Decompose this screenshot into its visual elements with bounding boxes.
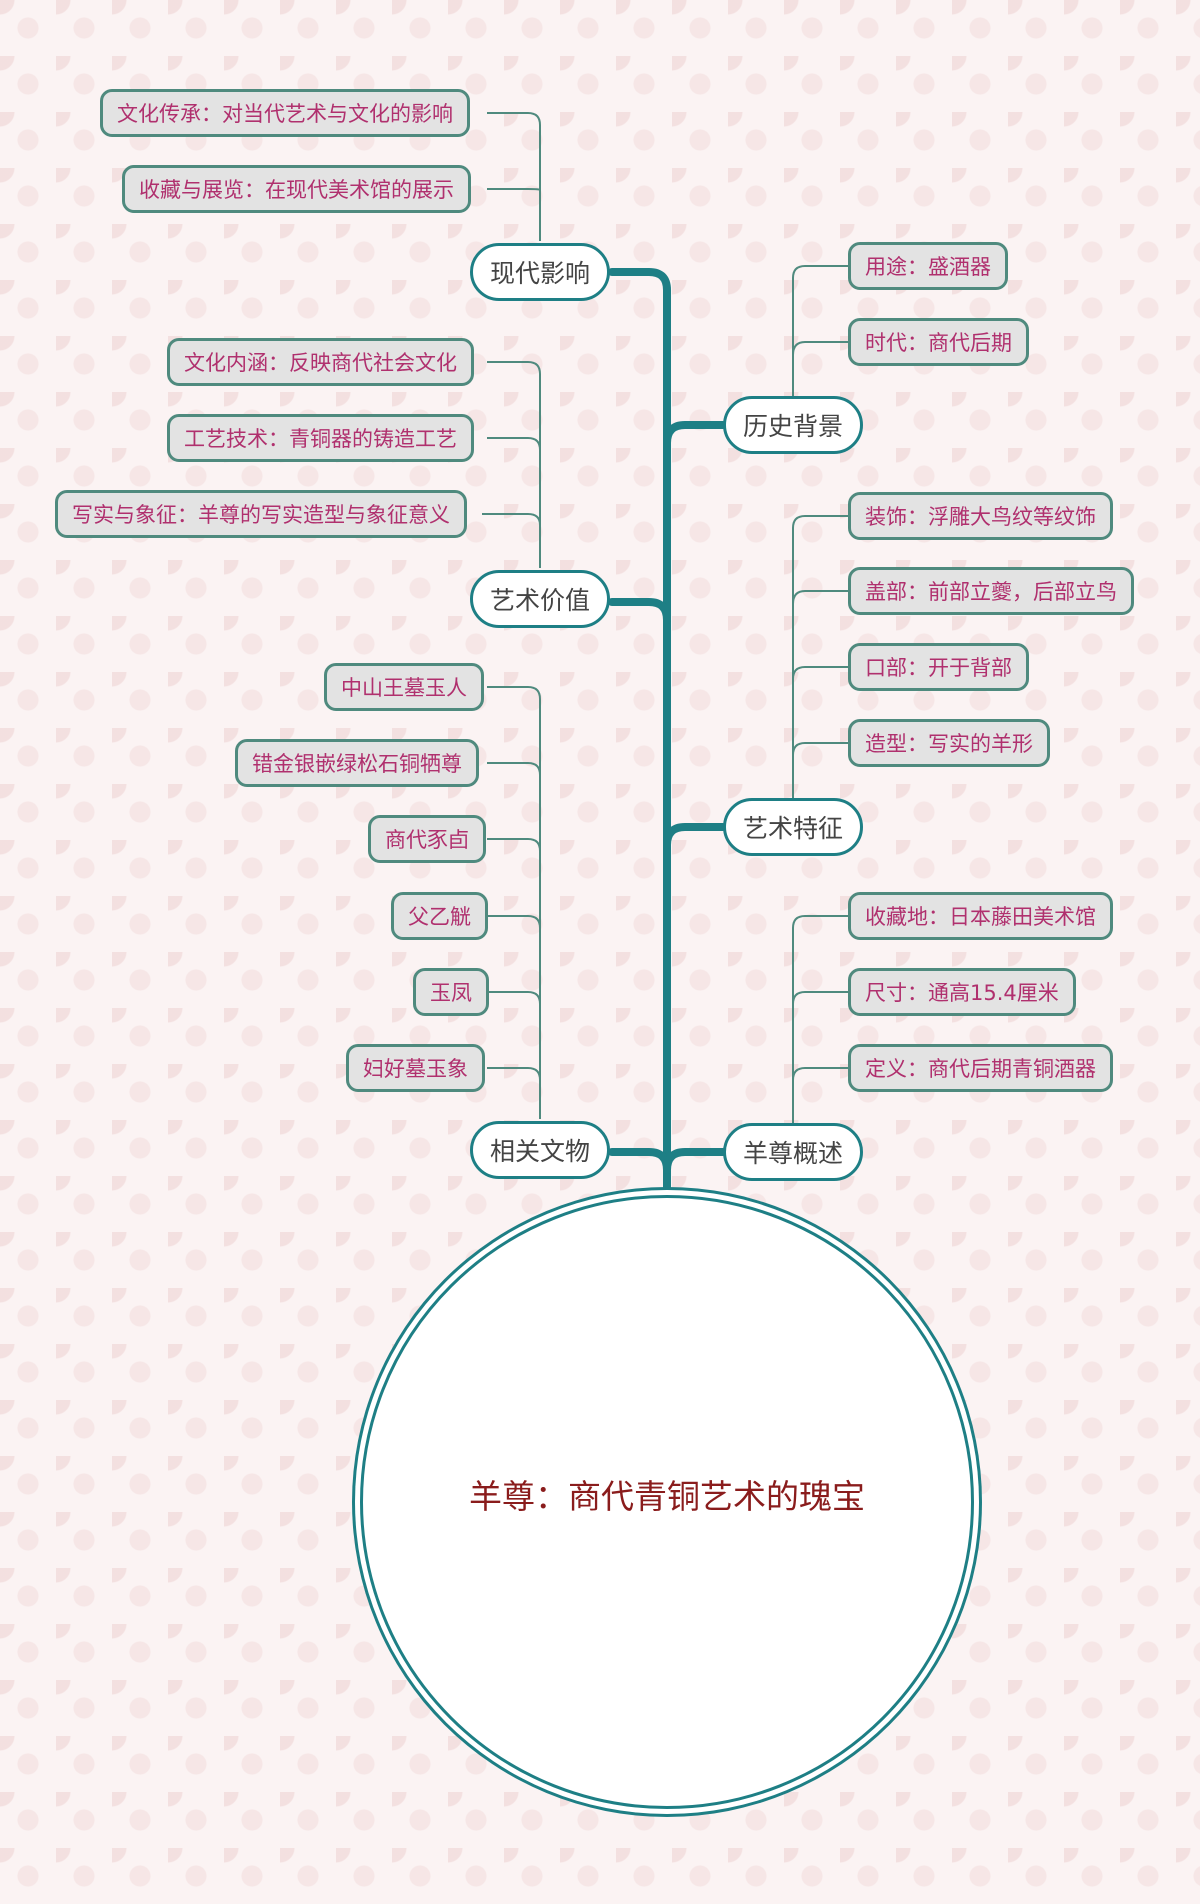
leaf-relic-bronze-xizun[interactable]: 错金银嵌绿松石铜牺尊 xyxy=(235,739,479,787)
leaf-cultural-connotation[interactable]: 文化内涵：反映商代社会文化 xyxy=(167,338,474,386)
leaf-mouth[interactable]: 口部：开于背部 xyxy=(848,643,1029,691)
branch-modern-influence[interactable]: 现代影响 xyxy=(470,243,610,301)
branch-artistic-features[interactable]: 艺术特征 xyxy=(723,798,863,856)
leaf-usage[interactable]: 用途：盛酒器 xyxy=(848,242,1008,290)
leaf-decoration[interactable]: 装饰：浮雕大鸟纹等纹饰 xyxy=(848,492,1113,540)
leaf-definition[interactable]: 定义：商代后期青铜酒器 xyxy=(848,1044,1113,1092)
leaf-shape[interactable]: 造型：写实的羊形 xyxy=(848,719,1050,767)
leaf-dimensions[interactable]: 尺寸：通高15.4厘米 xyxy=(848,968,1076,1016)
branch-historical-background[interactable]: 历史背景 xyxy=(723,396,863,454)
leaf-era[interactable]: 时代：商代后期 xyxy=(848,318,1029,366)
leaf-relic-jade-phoenix[interactable]: 玉凤 xyxy=(413,968,489,1016)
leaf-craft-technique[interactable]: 工艺技术：青铜器的铸造工艺 xyxy=(167,414,474,462)
root-title: 羊尊：商代青铜艺术的瑰宝 xyxy=(469,1477,865,1516)
leaf-relic-fuyi-gong[interactable]: 父乙觥 xyxy=(391,892,488,940)
leaf-realism-symbolism[interactable]: 写实与象征：羊尊的写实造型与象征意义 xyxy=(55,490,467,538)
branch-overview[interactable]: 羊尊概述 xyxy=(723,1123,863,1181)
leaf-relic-pig-you[interactable]: 商代豕卣 xyxy=(368,815,486,863)
leaf-relic-zhongshan-jade-figure[interactable]: 中山王墓玉人 xyxy=(324,663,484,711)
leaf-collection-location[interactable]: 收藏地：日本藤田美术馆 xyxy=(848,892,1113,940)
leaf-cultural-heritage[interactable]: 文化传承：对当代艺术与文化的影响 xyxy=(100,89,470,137)
leaf-collection-exhibition[interactable]: 收藏与展览：在现代美术馆的展示 xyxy=(122,165,471,213)
root-node[interactable] xyxy=(360,1195,974,1809)
leaf-lid[interactable]: 盖部：前部立夔，后部立鸟 xyxy=(848,567,1134,615)
branch-artistic-value[interactable]: 艺术价值 xyxy=(470,570,610,628)
branch-related-relics[interactable]: 相关文物 xyxy=(470,1121,610,1179)
leaf-relic-fuhao-jade-elephant[interactable]: 妇好墓玉象 xyxy=(346,1044,485,1092)
